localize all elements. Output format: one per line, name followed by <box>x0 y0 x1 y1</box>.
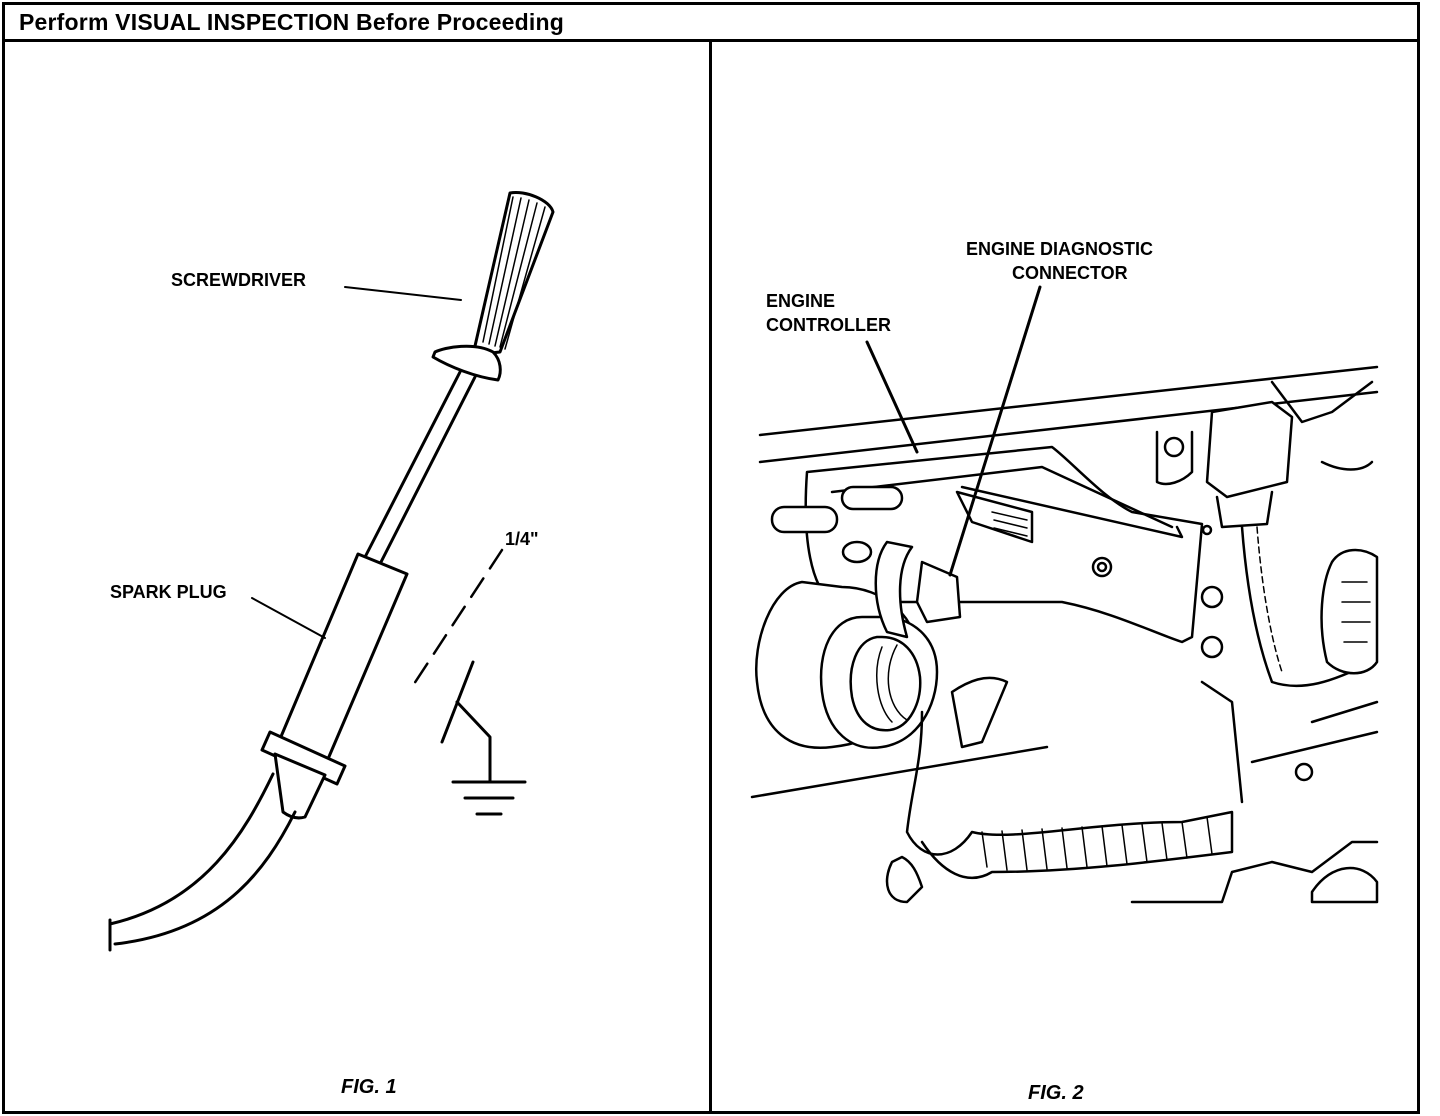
diagnostic-connector-label-line2: CONNECTOR <box>1012 263 1128 283</box>
wiring-harness-icon <box>874 540 1234 904</box>
figure-2-panel: ENGINE CONTROLLER ENGINE DIAGNOSTIC CONN… <box>712 42 1417 1111</box>
spark-plug-label: SPARK PLUG <box>110 582 227 602</box>
engine-controller-icon <box>804 445 1204 644</box>
engine-bay-illustration <box>750 285 1379 904</box>
screwdriver-label: SCREWDRIVER <box>171 270 307 290</box>
page-title: Perform VISUAL INSPECTION Before Proceed… <box>19 9 564 35</box>
panel-divider <box>709 42 712 1111</box>
diagnostic-connector-label-line1: ENGINE DIAGNOSTIC <box>966 239 1154 259</box>
gap-label: 1/4" <box>505 529 539 549</box>
figure-2-caption: FIG. 2 <box>1028 1082 1084 1104</box>
figure-1-panel: SCREWDRIVER SPARK PLUG 1/4" FIG. 1 <box>5 42 709 1111</box>
figure-1-drawing <box>108 190 555 952</box>
header-bar: Perform VISUAL INSPECTION Before Proceed… <box>5 5 1417 42</box>
figure-1-caption: FIG. 1 <box>341 1076 397 1098</box>
engine-controller-label-line1: ENGINE <box>766 291 836 311</box>
screwdriver-icon <box>361 190 555 566</box>
spark-plug-icon <box>108 552 409 952</box>
ground-symbol-icon <box>440 660 527 816</box>
engine-controller-label-line2: CONTROLLER <box>766 315 891 335</box>
